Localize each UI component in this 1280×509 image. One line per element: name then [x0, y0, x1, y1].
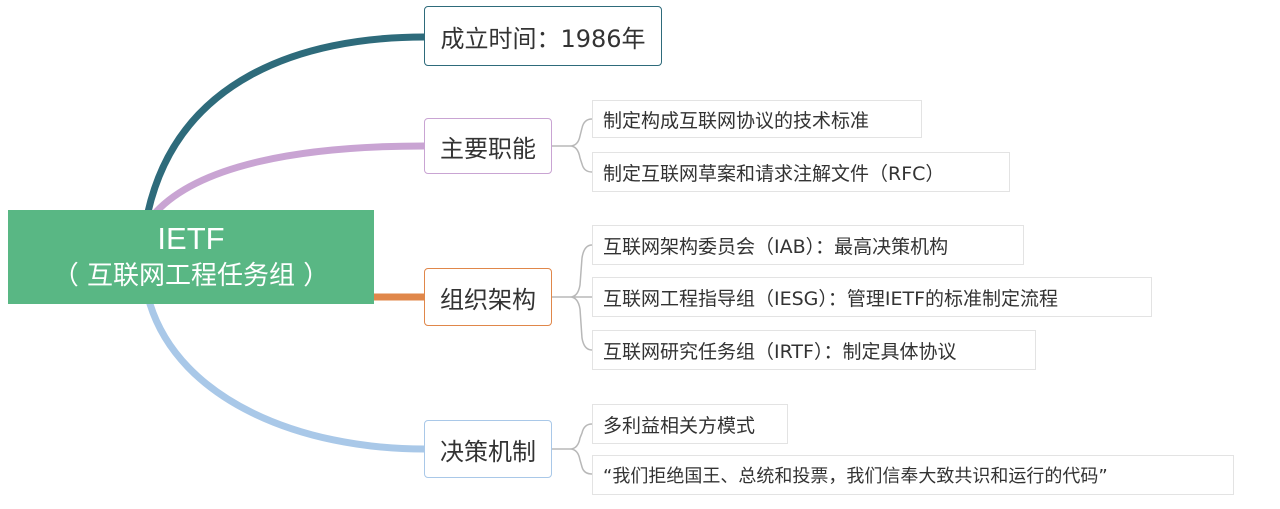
leaf-decision-1[interactable]: 多利益相关方模式 — [592, 404, 788, 444]
leaf-organization-3[interactable]: 互联网研究任务组（IRTF）：制定具体协议 — [592, 330, 1036, 370]
root-node-ietf[interactable]: IETF （ 互联网工程任务组 ） — [8, 210, 374, 304]
bracket-functions — [552, 118, 593, 173]
branch-organization-label: 组织架构 — [440, 285, 536, 314]
bracket-decision — [552, 423, 593, 475]
leaf-organization-3-text: 互联网研究任务组（IRTF）：制定具体协议 — [603, 340, 957, 363]
branch-organization[interactable]: 组织架构 — [424, 268, 552, 326]
leaf-organization-2-text: 互联网工程指导组（IESG）：管理IETF的标准制定流程 — [603, 287, 1059, 310]
branch-functions[interactable]: 主要职能 — [424, 118, 552, 174]
branch-decision-label: 决策机制 — [440, 437, 536, 466]
branch-founded[interactable]: 成立时间：1986年 — [424, 6, 662, 66]
leaf-functions-1-text: 制定构成互联网协议的技术标准 — [603, 109, 870, 132]
bracket-organization — [552, 244, 593, 351]
leaf-organization-1-text: 互联网架构委员会（IAB）：最高决策机构 — [603, 235, 949, 258]
connector-decision — [146, 300, 428, 453]
leaf-functions-1[interactable]: 制定构成互联网协议的技术标准 — [592, 100, 922, 138]
connector-founded — [144, 33, 428, 216]
leaf-decision-2-text: “我们拒绝国王、总统和投票，我们信奉大致共识和运行的代码” — [603, 466, 1108, 487]
leaf-decision-2[interactable]: “我们拒绝国王、总统和投票，我们信奉大致共识和运行的代码” — [592, 455, 1234, 495]
branch-functions-label: 主要职能 — [440, 134, 536, 163]
root-subtitle: （ 互联网工程任务组 ） — [52, 261, 330, 291]
root-title: IETF — [157, 221, 225, 256]
leaf-organization-2[interactable]: 互联网工程指导组（IESG）：管理IETF的标准制定流程 — [592, 277, 1152, 317]
leaf-functions-2[interactable]: 制定互联网草案和请求注解文件（RFC） — [592, 152, 1010, 192]
leaf-functions-2-text: 制定互联网草案和请求注解文件（RFC） — [603, 162, 945, 185]
leaf-organization-1[interactable]: 互联网架构委员会（IAB）：最高决策机构 — [592, 225, 1024, 265]
branch-decision[interactable]: 决策机制 — [424, 420, 552, 478]
connector-functions — [152, 142, 428, 216]
branch-founded-label: 成立时间：1986年 — [440, 24, 646, 53]
leaf-decision-1-text: 多利益相关方模式 — [603, 414, 756, 437]
